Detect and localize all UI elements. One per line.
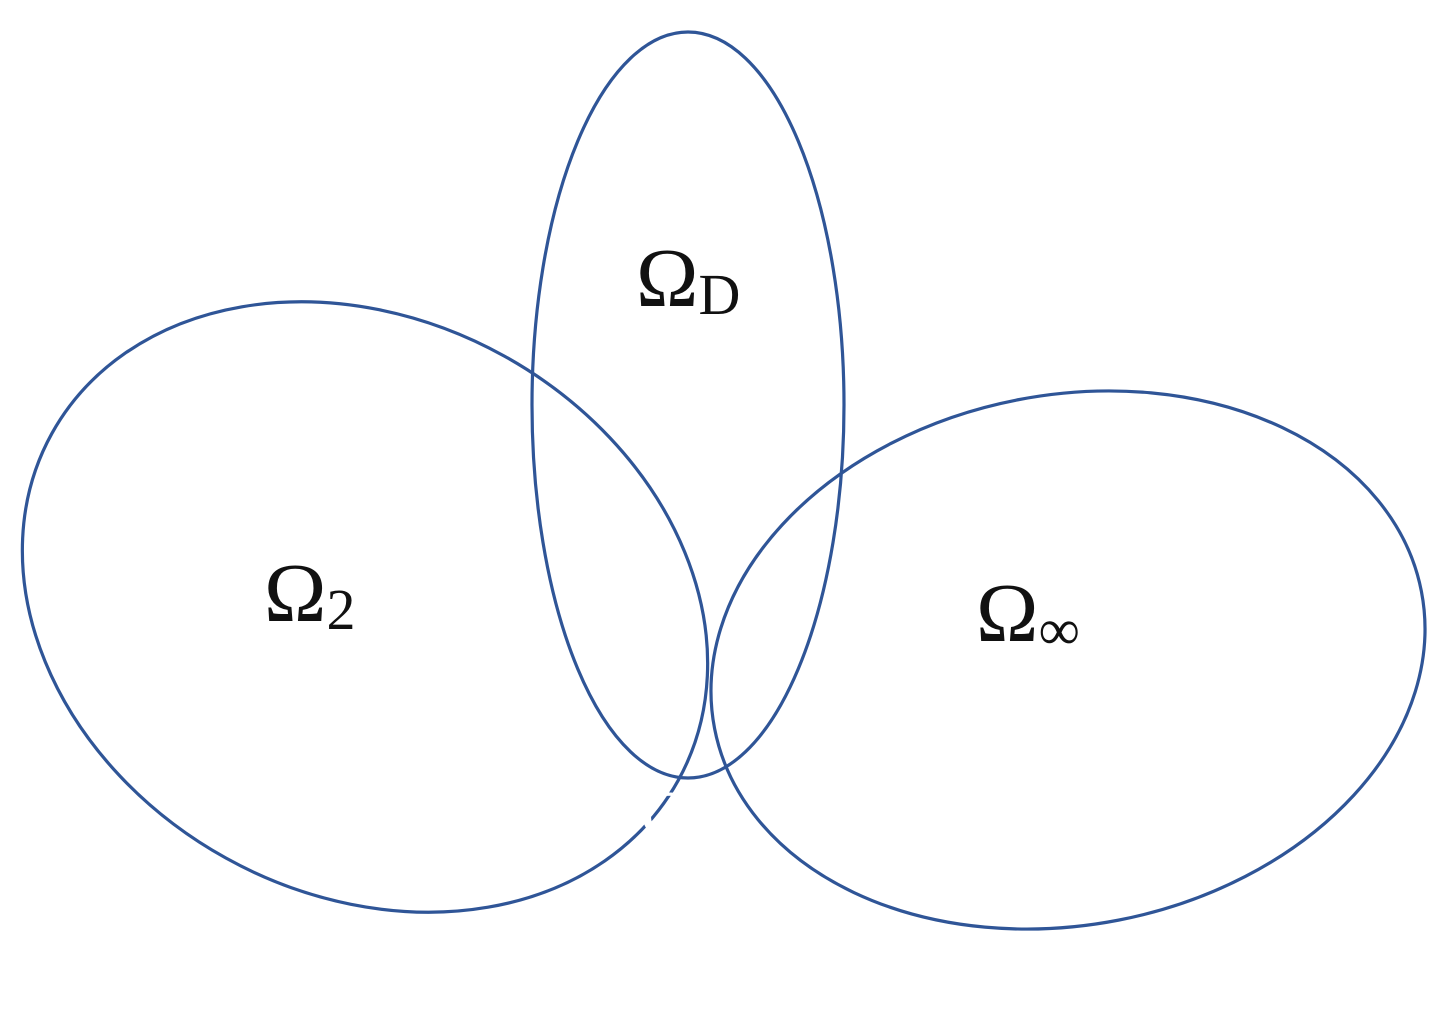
label-omega-2-symbol: Ω: [264, 547, 326, 640]
intersection-fill: [664, 500, 818, 960]
set-outline-omega-d: [530, 30, 846, 780]
set-outline-omega-2: [20, 300, 710, 914]
label-omega-d-symbol: Ω: [636, 232, 698, 325]
set-outline-omega-inf: [709, 389, 1427, 931]
label-omega-inf: Ω∞: [976, 567, 1080, 662]
label-omega-d: ΩD: [636, 232, 740, 327]
label-omega-0-subscript: 0: [700, 804, 729, 869]
label-omega-inf-subscript: ∞: [1038, 597, 1079, 662]
label-omega-2-subscript: 2: [326, 577, 355, 642]
label-omega-0-symbol: Ω: [638, 774, 700, 867]
label-omega-0: Ω0: [638, 774, 729, 869]
intersection-region: [664, 500, 818, 960]
label-omega-2: Ω2: [264, 547, 355, 642]
label-omega-d-subscript: D: [698, 262, 740, 327]
label-omega-inf-symbol: Ω: [976, 567, 1038, 660]
intersection-dots: [664, 500, 818, 960]
